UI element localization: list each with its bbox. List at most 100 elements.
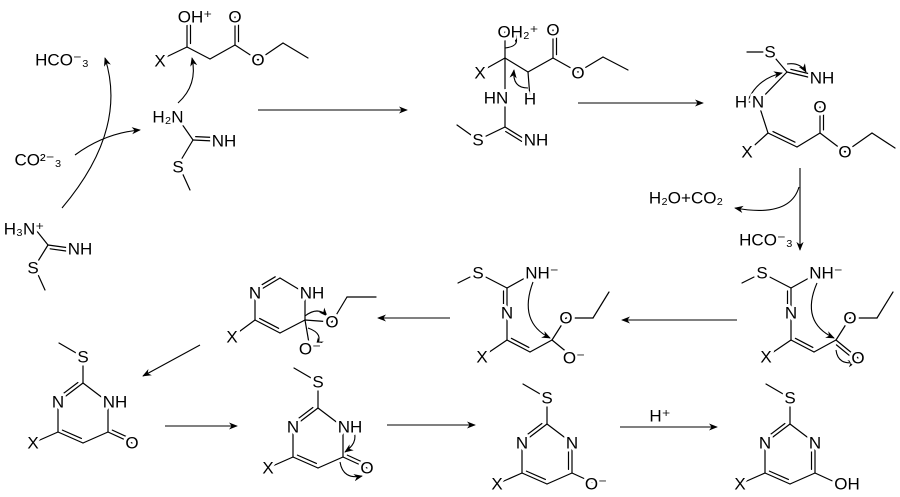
protonated_ketoester-bond [234, 44, 259, 61]
tetrahedral_adduct-bond [504, 57, 529, 73]
bicarbonate-label: HCO⁻₃ [739, 231, 793, 250]
s_methylisothiouronium-bond [34, 267, 46, 291]
pyrimidinolate-atom-label: N [516, 434, 528, 453]
amidinate_ester-atom-label: O [843, 309, 856, 328]
pyrimidinolate-bond [521, 423, 548, 444]
pyrimidinone_tautomerizing-bond [317, 407, 344, 428]
pyrimidinone-bond [57, 431, 84, 444]
s_methylisothiourea-bond [177, 139, 194, 166]
cyclic_intermediate-bond [254, 319, 281, 334]
pyrimidinolate-bond [521, 472, 548, 485]
curved-electron-arrow [835, 349, 857, 368]
cyclic_intermediate-bond [279, 319, 306, 334]
pyrimidinone-double-bond [61, 429, 83, 440]
pyrimidinolate-double-bond [522, 422, 543, 439]
enamine_ester-bond [844, 132, 873, 153]
pyrimidinone_tautomerizing-bond [342, 456, 368, 469]
enamine_ester-bond [767, 132, 798, 148]
enamine_ester-atom-label: H [735, 93, 747, 112]
enamine_ester-atom-label: S [764, 43, 775, 62]
pyrimidinol-atom-label: X [734, 475, 745, 494]
curved-electron-arrow [744, 71, 783, 111]
curved-electron-arrow [61, 57, 112, 209]
amidinate_ester-double-bond [835, 344, 854, 360]
tetrahedral_adduct-bond [602, 56, 629, 71]
pyrimidinone-bond [107, 431, 133, 444]
pyrimidinone_tautomerizing-atom-label: S [312, 373, 323, 392]
protonated_ketoester-atom-label: OH⁺ [178, 8, 212, 27]
tetrahedral_alkoxide-bond [477, 272, 508, 289]
bicarbonate-label: HCO⁻₃ [35, 51, 89, 70]
amidinate_ester-atom-label: S [756, 264, 767, 283]
cyclic_intermediate-bond [304, 319, 311, 350]
pyrimidinone_tautomerizing-double-bond [346, 454, 367, 465]
s_methylisothiouronium-double-bond [49, 248, 68, 252]
pyrimidinolate-bond [546, 423, 573, 444]
tetrahedral_alkoxide-bond [592, 291, 610, 319]
cyclic_intermediate-atom-label: NH [300, 284, 325, 303]
amidinate_ester-atom-label: X [760, 348, 771, 367]
pyrimidinolate-bond [496, 472, 523, 485]
tetrahedral_alkoxide-atom-label: O⁻ [563, 349, 585, 368]
cyclic_intermediate-double-bond [259, 317, 280, 329]
tetrahedral_adduct-bond [577, 56, 604, 73]
pyrimidinolate-bond [522, 383, 548, 399]
s_methylisothiourea-bond [176, 116, 194, 141]
pyrimidinone_tautomerizing-bond [317, 456, 344, 469]
enamine_ester-double-bond [790, 68, 811, 75]
tetrahedral_alkoxide-bond [506, 339, 531, 353]
reaction-arrow [142, 344, 201, 377]
pyrimidinol-bond [814, 472, 840, 485]
curved-electron-arrow [177, 57, 198, 104]
pyrimidinone_tautomerizing-bond [292, 456, 319, 469]
curved-electron-arrow [509, 69, 529, 89]
cyclic_intermediate-atom-label: X [226, 328, 237, 347]
tetrahedral_alkoxide-atom-label: O [559, 309, 572, 328]
bonds [32, 16, 896, 485]
s_methylisothiouronium-bond [35, 229, 49, 246]
enamine_ester-atom-label: NH [810, 69, 835, 88]
tetrahedral_adduct-bond [477, 126, 506, 141]
amidinate_ester-bond [790, 272, 819, 289]
enamine_ester-atom-label: N [752, 93, 764, 112]
curved-electron-arrow [527, 281, 551, 339]
tetrahedral_adduct-bond [456, 124, 479, 141]
enamine_ester-bond [757, 71, 788, 103]
s_methylisothiouronium-atom-label: NH [68, 240, 93, 259]
pyrimidinol-double-bond [768, 470, 790, 481]
pyrimidinolate-atom-label: X [491, 475, 502, 494]
pyrimidinolate-atom-label: N [566, 434, 578, 453]
pyrimidinone-atom-label: S [77, 348, 88, 367]
tetrahedral_alkoxide-double-bond [510, 337, 530, 349]
cyclic_intermediate-atom-label: N [249, 284, 261, 303]
enamine_ester-atom-label: O [838, 143, 851, 162]
enamine_ester-bond [769, 51, 788, 73]
pyrimidinone-double-bond [111, 429, 132, 440]
amidinate_ester-double-bond [794, 337, 814, 349]
pyrimidinolate-atom-label: S [541, 389, 552, 408]
water-co2-label: H₂O+CO₂ [649, 189, 723, 208]
amidinate_ester-bond [876, 291, 894, 319]
curved-electron-arrow [504, 33, 522, 49]
pyrimidinolate-double-bond [525, 470, 547, 481]
enamine_ester-atom-label: X [741, 143, 752, 162]
pyrimidinol-bond [765, 383, 791, 399]
pyrimidinolate-bond [571, 472, 597, 485]
cyclic_intermediate-bond [254, 277, 281, 294]
pyrimidinone-double-bond [58, 381, 79, 398]
amidinate_ester-bond [813, 339, 837, 353]
cyclic_intermediate-bond [331, 296, 348, 323]
amidinate_ester-bond [765, 339, 792, 358]
enamine_ester-atom-label: O [813, 98, 826, 117]
tetrahedral_adduct-atom-label: HN [484, 89, 509, 108]
tetrahedral_adduct-atom-label: O [546, 21, 559, 40]
pyrimidinol-bond [789, 423, 816, 444]
amidinate_ester-atom-label: NH⁻ [809, 264, 843, 283]
pyrimidinone_tautomerizing-bond [267, 456, 294, 469]
curved-electron-arrow [344, 424, 356, 453]
pyrimidinone-bond [57, 382, 84, 403]
reaction-arrows [61, 33, 857, 482]
